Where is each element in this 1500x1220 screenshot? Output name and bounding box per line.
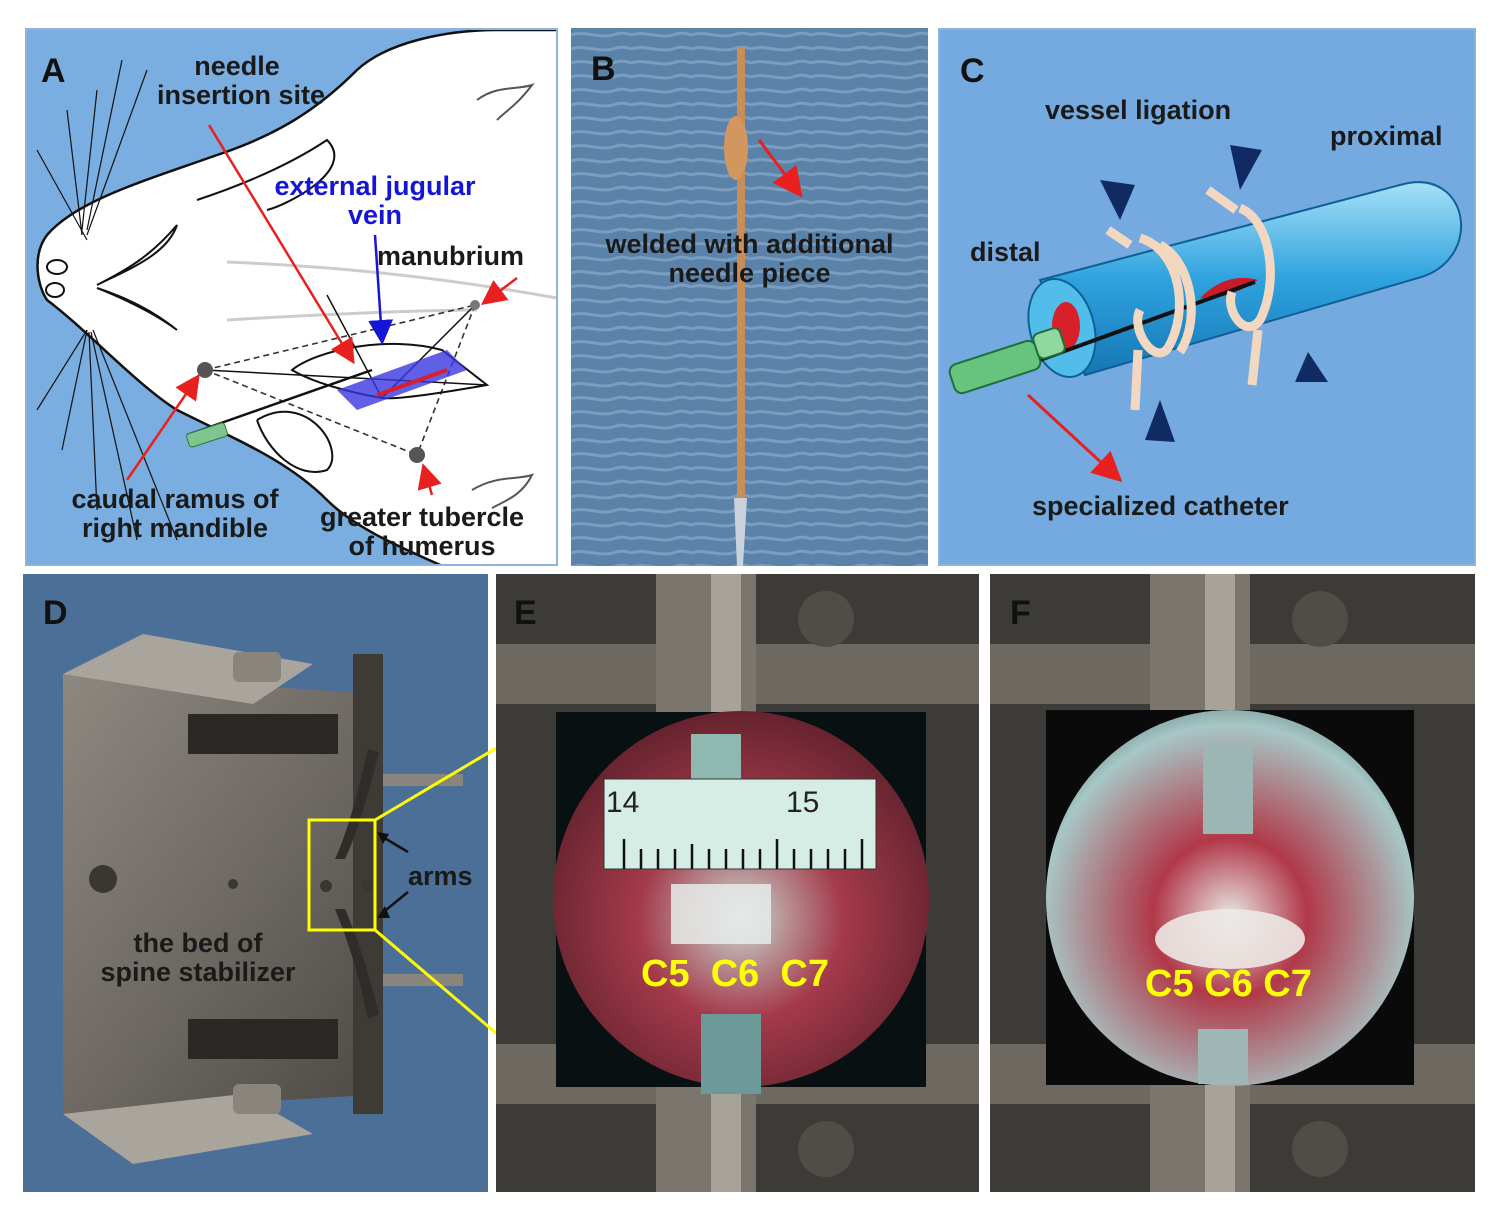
panel-letter-d: D — [43, 594, 68, 632]
needle-insertion-label: needle insertion site — [157, 51, 326, 111]
tubercle-arrow — [417, 463, 442, 496]
panel-e-surgical-photo: E 14 15 C5 C6 C7 — [496, 574, 979, 1192]
welded-label: welded with additional needle piece — [605, 229, 894, 289]
tubercle-label: greater tubercle of humerus — [319, 502, 525, 562]
panel-f-surgical-photo: F C5 C6 C7 — [990, 574, 1475, 1192]
nose-outline — [46, 259, 68, 275]
arm-lower — [335, 909, 379, 1019]
vessel-ligation-label: vessel ligation — [1045, 95, 1232, 125]
panel-letter-c: C — [960, 52, 985, 90]
mandible-arrow — [125, 373, 200, 481]
vertebrae-label-f: C5 C6 C7 — [1145, 963, 1312, 1005]
proximal-label: proximal — [1330, 121, 1443, 151]
surgical-field-f — [990, 574, 1475, 1192]
jugular-vein — [337, 350, 467, 410]
vein-arrow — [368, 234, 394, 345]
weld-arrow — [757, 139, 803, 198]
panel-b-needle-photo: B welded with additional needle piece — [571, 28, 928, 566]
needle-site-arrow — [207, 124, 355, 365]
needle-photo-drawing — [571, 28, 928, 566]
arm-upper — [335, 749, 379, 859]
needle-shaft — [737, 48, 745, 518]
whiskers — [36, 59, 178, 541]
distal-label: distal — [970, 237, 1041, 267]
surgical-field-e — [496, 574, 979, 1192]
incision — [1200, 277, 1258, 299]
panel-letter-f: F — [1010, 594, 1031, 632]
syringe-hub — [186, 422, 228, 448]
ligation-threads — [1105, 186, 1275, 411]
panel-letter-a: A — [41, 52, 66, 90]
panel-letter-b: B — [591, 50, 616, 88]
zoom-box — [307, 818, 377, 932]
arms-label: arms — [408, 861, 473, 891]
panel-a-mouse-diagram: A needle insertion site external jugular… — [25, 28, 558, 566]
bed-label: the bed of spine stabilizer — [100, 928, 296, 988]
panel-c-catheter-diagram: C vessel ligation proximal distal specia… — [938, 28, 1476, 566]
weld-point — [724, 116, 748, 180]
ruler — [603, 778, 877, 870]
vertebrae-label-e: C5 C6 C7 — [641, 953, 829, 995]
catheter-label: specialized catheter — [1032, 491, 1289, 521]
mandible-label: caudal ramus of right mandible — [71, 484, 279, 544]
catheter-drawing — [948, 145, 1463, 483]
manubrium-arrow — [481, 277, 518, 305]
panel-d-stabilizer-photo: D arms the bed of spine stabilizer — [23, 574, 488, 1192]
ruler-15-label: 15 — [786, 786, 820, 819]
catheter-arrow — [1026, 393, 1123, 483]
shoulder-outline — [256, 411, 334, 473]
ligation-markers — [1100, 145, 1328, 442]
mouse-head-drawing — [36, 30, 556, 564]
ruler-14-label: 14 — [606, 786, 640, 819]
panel-letter-e: E — [514, 594, 537, 632]
stabilizer-drawing — [63, 634, 463, 1164]
jugular-vein-label: external jugular vein — [274, 171, 476, 231]
manubrium-label: manubrium — [377, 241, 525, 271]
stabilizer-bed — [63, 674, 383, 1114]
microscope-view — [1046, 710, 1414, 1086]
catheter-hub — [948, 327, 1066, 395]
